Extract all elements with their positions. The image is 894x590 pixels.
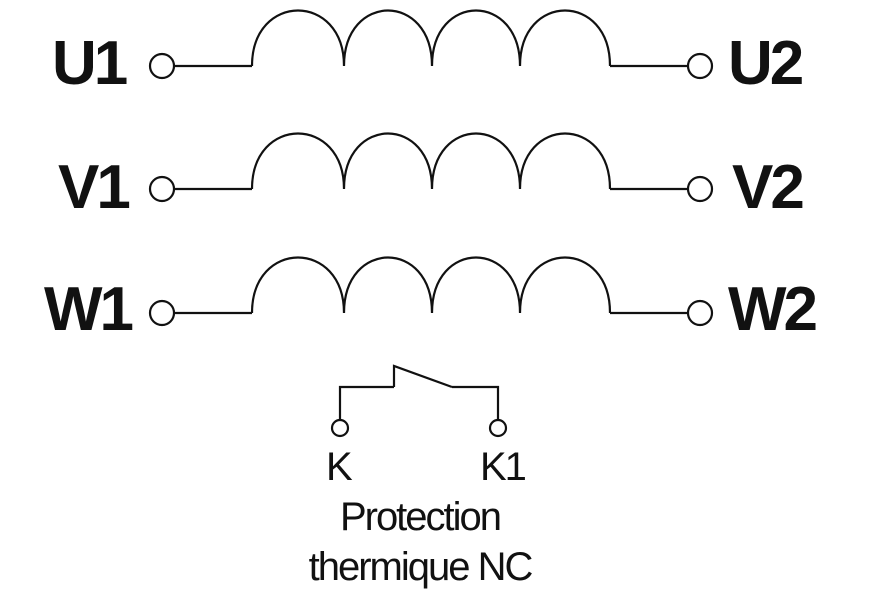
winding-u: U1 U2: [52, 9, 805, 98]
label-u2: U2: [728, 29, 802, 98]
terminal-v2: [686, 175, 714, 203]
winding-w: W1 W2: [44, 256, 819, 344]
coil-w: [250, 256, 612, 314]
label-w1: W1: [44, 275, 133, 344]
switch-left-lead: [338, 385, 394, 419]
thermal-switch: K K1 Protection thermique NC: [309, 364, 534, 589]
switch-right-lead: [452, 385, 500, 419]
terminal-w2: [686, 299, 714, 327]
terminal-u2: [686, 52, 714, 80]
terminal-k1: [488, 418, 508, 438]
label-k: K: [326, 445, 353, 489]
terminal-k: [330, 418, 350, 438]
label-w2: W2: [728, 275, 816, 344]
terminal-w1: [148, 299, 176, 327]
winding-v: V1 V2: [58, 132, 805, 222]
label-k1: K1: [480, 445, 526, 489]
caption-line-1: Protection: [340, 495, 500, 539]
terminal-u1: [148, 52, 176, 80]
coil-u: [250, 9, 612, 67]
label-v1: V1: [58, 153, 129, 222]
label-v2: V2: [732, 153, 802, 222]
switch-contact: [392, 364, 453, 389]
caption-line-2: thermique NC: [309, 545, 533, 589]
terminal-v1: [148, 175, 176, 203]
coil-v: [250, 132, 612, 190]
label-u1: U1: [52, 29, 127, 98]
